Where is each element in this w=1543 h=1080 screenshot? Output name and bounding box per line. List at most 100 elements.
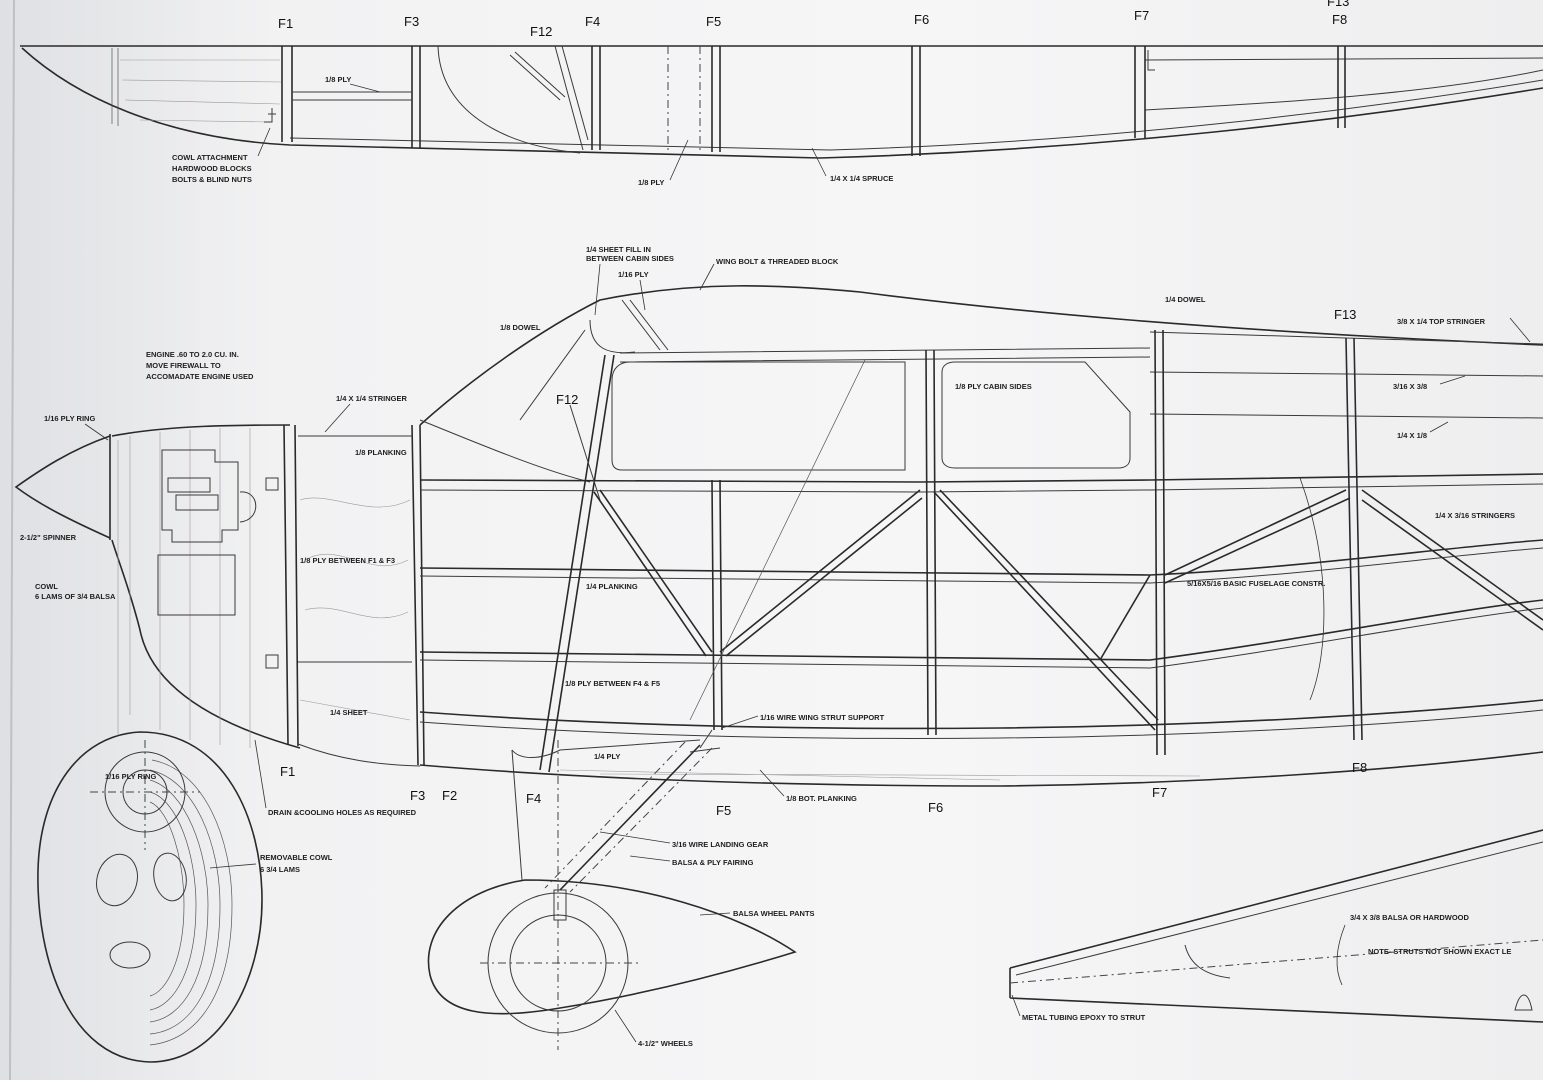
- side-label: 1/4 SHEET: [330, 708, 368, 717]
- top-former-label: F12: [530, 24, 552, 39]
- top-former-label: F8: [1332, 12, 1347, 27]
- former-f3: [411, 424, 425, 766]
- strut-inner-edge: [1015, 841, 1543, 976]
- wing-strut-detail: [1009, 829, 1543, 1023]
- dowel-1-8: [519, 329, 586, 421]
- side-former-label: F6: [928, 800, 943, 815]
- top-view: [20, 45, 1543, 159]
- cooling-hole-right: [153, 852, 187, 902]
- side-label: 5/16X5/16 BASIC FUSELAGE CONSTR.: [1187, 579, 1325, 588]
- leader-line: [254, 739, 267, 809]
- detail-label: NOTE- STRUTS NOT SHOWN EXACT LE: [1368, 947, 1511, 956]
- side-former-label: F4: [526, 791, 541, 806]
- side-label: 1/4 X 3/16 STRINGERS: [1435, 511, 1515, 520]
- side-former-label: F1: [280, 764, 295, 779]
- top-former-label: F13: [1327, 0, 1349, 9]
- engine-mount: [157, 554, 236, 616]
- top-label: 1/8 PLY: [325, 75, 351, 84]
- middle-stringer-inner: [419, 547, 1543, 584]
- truss-diagonal: [933, 489, 1159, 731]
- fuselage-bottom: [419, 751, 1543, 787]
- side-label: 1/4 DOWEL: [1165, 295, 1206, 304]
- side-label: 1/8 BOT. PLANKING: [786, 794, 857, 803]
- gear-fairing-front: [511, 749, 523, 881]
- leader-line: [84, 423, 109, 441]
- cowl-lam-line: [149, 779, 209, 1023]
- former-f12: [569, 404, 601, 501]
- detail-label: BALSA WHEEL PANTS: [733, 909, 815, 918]
- leader-line: [257, 127, 271, 157]
- paper-edge: [9, 0, 15, 1080]
- lower-longeron-inner: [419, 709, 1543, 739]
- engine-cylinders: [167, 477, 219, 511]
- wheel-pant-outline: [427, 879, 797, 1015]
- top-view-former-f5: [711, 46, 721, 152]
- top-former-label: F1: [278, 16, 293, 31]
- cowl-lamination-lines: [117, 428, 251, 748]
- side-label: DRAIN &COOLING HOLES AS REQUIRED: [268, 808, 417, 817]
- top-view-firewall-ring: [111, 48, 119, 126]
- leader-line: [1509, 317, 1531, 343]
- dowel-block: [589, 319, 636, 354]
- side-label: 6 LAMS OF 3/4 BALSA: [35, 592, 116, 601]
- landing-gear-wire: [559, 744, 701, 891]
- side-label: 1/4 PLANKING: [586, 582, 638, 591]
- top-view-ply-plate: [292, 91, 412, 101]
- top-label: BOLTS & BLIND NUTS: [172, 175, 252, 184]
- top-label: 1/4 X 1/4 SPRUCE: [830, 174, 893, 183]
- cowl-front-view: [37, 731, 263, 1063]
- top-view-former-f1: [281, 46, 293, 142]
- leader-line: [1429, 421, 1449, 433]
- side-former-label: F2: [442, 788, 457, 803]
- wheel-centerlines: [480, 740, 640, 1050]
- landing-gear: [427, 739, 797, 1050]
- nose-wood-grain: [299, 497, 411, 721]
- lower-stringer-inner: [419, 607, 1543, 669]
- cabin-diagonal-hidden: [689, 359, 866, 721]
- leader-line: [811, 147, 827, 177]
- truss-diagonal: [593, 489, 713, 657]
- top-former-label: F5: [706, 14, 721, 29]
- top-view-cabin-curve: [437, 45, 581, 154]
- f12-former-top: [621, 299, 669, 351]
- detail-label: 3/4 X 3/8 BALSA OR HARDWOOD: [1350, 913, 1469, 922]
- top-view-former-f8: [1337, 46, 1346, 128]
- side-label: 1/16 PLY: [618, 270, 649, 279]
- side-label: COWL: [35, 582, 58, 591]
- side-former-label: F7: [1152, 785, 1167, 800]
- top-view-former-f3: [411, 46, 421, 148]
- axle-block: [553, 889, 567, 921]
- top-view-former-f6: [911, 46, 921, 156]
- former-f7: [1154, 329, 1166, 756]
- upper-longeron: [419, 473, 1543, 483]
- former-f4: [539, 354, 615, 773]
- cowl-lam-line: [149, 801, 185, 997]
- fuselage-top-line: [419, 285, 1543, 426]
- nose-bottom: [297, 743, 421, 767]
- side-former-label: F8: [1352, 760, 1367, 775]
- bottom-planking-grain: [559, 769, 1201, 781]
- strut-outline: [1009, 829, 1543, 1023]
- top-view-former-f4: [591, 46, 601, 150]
- lower-stringer: [419, 599, 1543, 661]
- cabin-window-front: [611, 361, 906, 471]
- leader-line: [629, 855, 671, 862]
- leader-line: [1439, 375, 1466, 385]
- leader-line: [639, 279, 646, 311]
- strut-centerline: [1009, 939, 1543, 984]
- leader-line: [324, 403, 351, 433]
- detail-label: 6 3/4 LAMS: [260, 865, 300, 874]
- truss-diagonal: [1361, 489, 1543, 631]
- detail-label: 3/16 WIRE LANDING GEAR: [672, 840, 769, 849]
- leader-line: [759, 769, 785, 797]
- upper-longeron-inner: [419, 483, 1543, 493]
- side-view: [14, 285, 1543, 787]
- leader-line: [1011, 994, 1021, 1017]
- leader-line: [1299, 477, 1325, 701]
- detail-label: 1/16 PLY RING: [105, 772, 156, 781]
- former-f1: [283, 424, 299, 747]
- side-label: 2-1/2" SPINNER: [20, 533, 77, 542]
- side-label: ENGINE .60 TO 2.0 CU. IN.: [146, 350, 239, 359]
- cowl-outer-outline: [37, 731, 263, 1063]
